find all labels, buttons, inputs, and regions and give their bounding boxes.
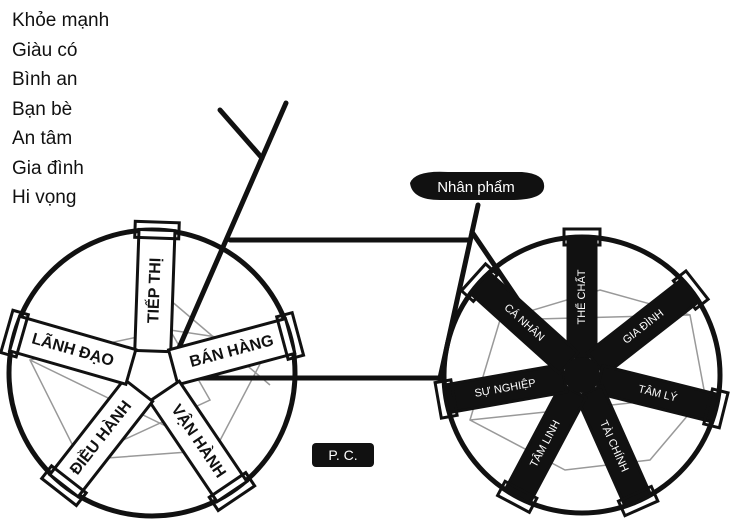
rear-spoke-label: THỂ CHẤT [575, 269, 588, 324]
rear-spoke: TÂM LINH [495, 382, 588, 515]
front-spoke: VẬN HÀNH [147, 379, 257, 513]
front-spoke: LÃNH ĐẠO [0, 308, 138, 387]
rear-spoke: THỂ CHẤT [562, 227, 602, 359]
saddle-label: Nhân phẩm [437, 179, 515, 196]
rear-spoke: GIA ĐÌNH [585, 268, 711, 378]
saddle: Nhân phẩm [410, 171, 545, 200]
value-item: Bạn bè [12, 98, 73, 120]
value-item: Hi vọng [12, 187, 77, 208]
rear-spoke: SỰ NGHIỆP [433, 362, 569, 420]
signature-badge: P. C. [312, 443, 374, 467]
rear-spoke: TÂM LÝ [594, 363, 730, 430]
value-item: Bình an [12, 69, 78, 90]
rear-spoke: CÁ NHÂN [459, 261, 581, 376]
value-item: Giàu có [12, 39, 78, 61]
front-spoke-label: TIẾP THỊ [143, 257, 164, 323]
value-item: Gia đình [12, 157, 84, 179]
value-item: An tâm [12, 128, 73, 149]
front-spoke: ĐIỀU HÀNH [39, 377, 155, 508]
values-list: Khỏe mạnh Giàu có Bình an Bạn bè An tâm … [12, 6, 109, 213]
signature-label: P. C. [328, 447, 357, 463]
front-spoke: TIẾP THỊ [133, 219, 181, 354]
value-item: Khỏe mạnh [12, 10, 110, 31]
